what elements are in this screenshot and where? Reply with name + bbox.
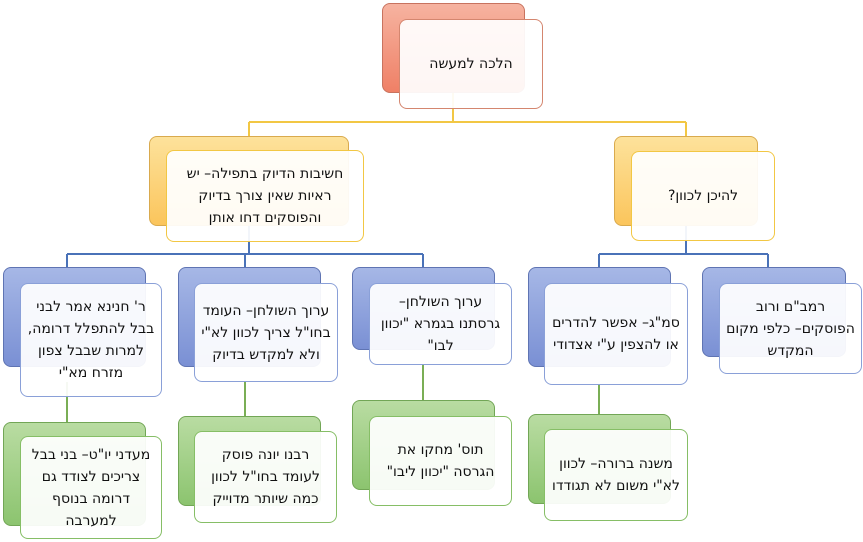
importance-node-label: חשיבות הדיוק בתפילה– יש ראיות שאין צורך … xyxy=(186,166,344,226)
mishna-berura-node: משנה ברורה– לכוון לא"י משום לא תגודדו xyxy=(544,429,688,521)
rabbeinu-yona-node: רבנו יונה פוסק לעומד בחו"ל לכוון כמה שיו… xyxy=(194,431,337,523)
root-node-label: הלכה למעשה xyxy=(429,56,513,72)
tosafot-node-label: תוס' מחקו את הגרסה "יכוון ליבו" xyxy=(386,442,495,480)
where-node-label: להיכן לכוון? xyxy=(667,188,739,204)
smag-node: סמ"ג– אפשר להדרים או להצפין ע"י אצדודי xyxy=(544,283,688,385)
rabbeinu-yona-node-label: רבנו יונה פוסק לעומד בחו"ל לכוון כמה שיו… xyxy=(211,447,320,507)
maadanei-node: מעדני יו"ט– בני בבל צריכים לצודד גם דרומ… xyxy=(20,436,162,539)
hanina-node-label: ר' חנינא אמר לבני בבל להתפלל דרומה, למרו… xyxy=(27,299,155,381)
smag-node-label: סמ"ג– אפשר להדרים או להצפין ע"י אצדודי xyxy=(552,315,680,353)
where-node: להיכן לכוון? xyxy=(631,151,775,241)
shulchan-bachul-node-label: ערוך השולחן– העומד בחו"ל צריך לכוון לא"י… xyxy=(201,302,331,363)
shulchan-bachul-node: ערוך השולחן– העומד בחו"ל צריך לכוון לא"י… xyxy=(194,283,338,382)
shulchan-gemara-node-label: ערוך השולחן– גרסתנו בגמרא "יכוון לבו" xyxy=(380,294,501,354)
shulchan-gemara-node: ערוך השולחן– גרסתנו בגמרא "יכוון לבו" xyxy=(369,283,512,365)
mishna-berura-node-label: משנה ברורה– לכוון לא"י משום לא תגודדו xyxy=(552,456,680,494)
rambam-node: רמב"ם ורוב הפוסקים– כלפי מקום המקדש xyxy=(719,283,862,374)
tosafot-node: תוס' מחקו את הגרסה "יכוון ליבו" xyxy=(369,416,512,506)
maadanei-node-label: מעדני יו"ט– בני בבל צריכים לצודד גם דרומ… xyxy=(31,446,151,529)
importance-node: חשיבות הדיוק בתפילה– יש ראיות שאין צורך … xyxy=(166,150,364,242)
rambam-node-label: רמב"ם ורוב הפוסקים– כלפי מקום המקדש xyxy=(726,298,855,359)
root-node: הלכה למעשה xyxy=(399,19,543,109)
hanina-node: ר' חנינא אמר לבני בבל להתפלל דרומה, למרו… xyxy=(20,283,162,397)
